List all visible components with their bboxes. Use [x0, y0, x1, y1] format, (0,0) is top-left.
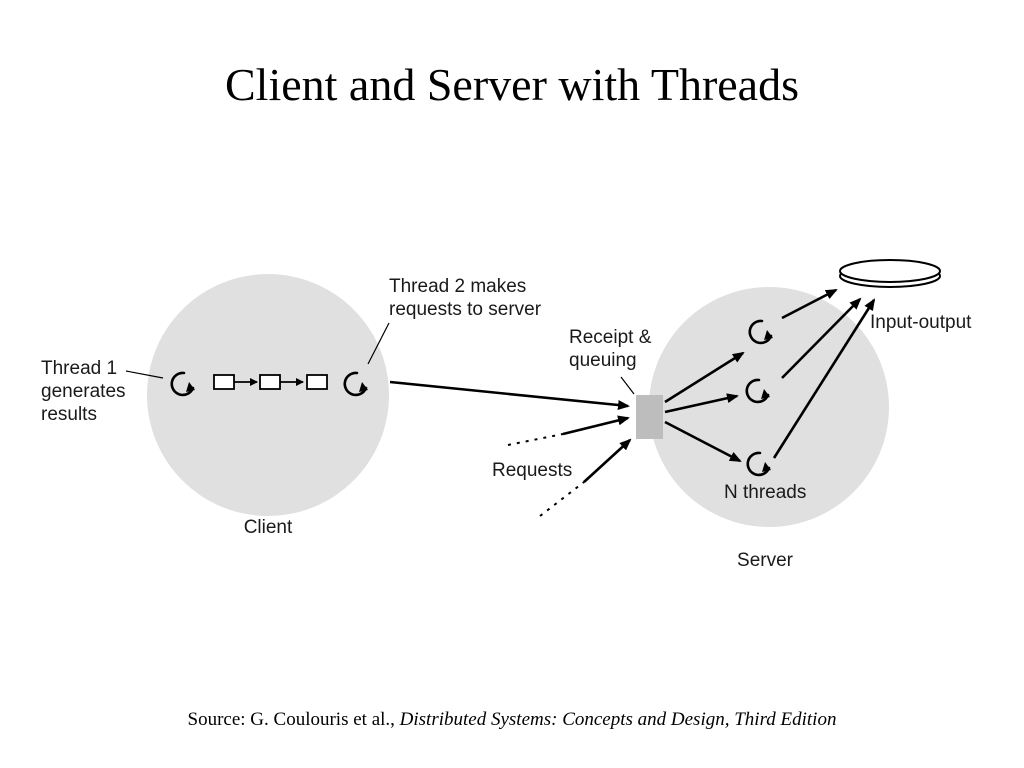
thread1-label: Thread 1 generates results — [41, 358, 131, 425]
client-request-arrow — [389, 380, 630, 410]
thread1-pointer — [125, 370, 164, 379]
requests-label: Requests — [492, 460, 572, 481]
queue-to-thread-bottom — [664, 420, 742, 463]
server-label: Server — [737, 550, 794, 571]
slide-title: Client and Server with Threads — [224, 59, 799, 110]
result-buffer-1 — [213, 374, 235, 390]
n-threads-label: N threads — [724, 482, 806, 503]
input-output-label: Input-output — [870, 312, 972, 333]
thread2-label: Thread 2 makes requests to server — [389, 276, 542, 320]
queue-to-thread-top — [664, 351, 745, 404]
result-buffer-3 — [306, 374, 328, 390]
thread2-pointer — [367, 322, 390, 365]
incoming-request-1-arrow — [562, 415, 630, 436]
thread-top-to-io — [781, 288, 838, 320]
queue-to-thread-middle — [664, 393, 739, 414]
thread-middle-to-io — [781, 297, 862, 379]
input-output-disk — [839, 259, 941, 288]
source-citation: Source: G. Coulouris et al., Distributed… — [0, 709, 1024, 731]
source-book-title: Distributed Systems: Concepts and Design… — [399, 709, 837, 730]
incoming-request-2-arrow — [583, 438, 632, 483]
server-circle — [649, 287, 889, 527]
client-circle — [147, 274, 389, 516]
receipt-label: Receipt & queuing — [569, 327, 657, 371]
incoming-request-2 — [539, 481, 585, 517]
thread-bottom-to-io — [772, 298, 876, 459]
source-prefix: Source: G. Coulouris et al., — [187, 709, 400, 730]
client-label: Client — [244, 517, 293, 538]
receipt-queue-box — [636, 395, 663, 439]
result-buffer-2 — [259, 374, 281, 390]
receipt-pointer — [620, 376, 635, 395]
incoming-request-1 — [507, 433, 564, 446]
